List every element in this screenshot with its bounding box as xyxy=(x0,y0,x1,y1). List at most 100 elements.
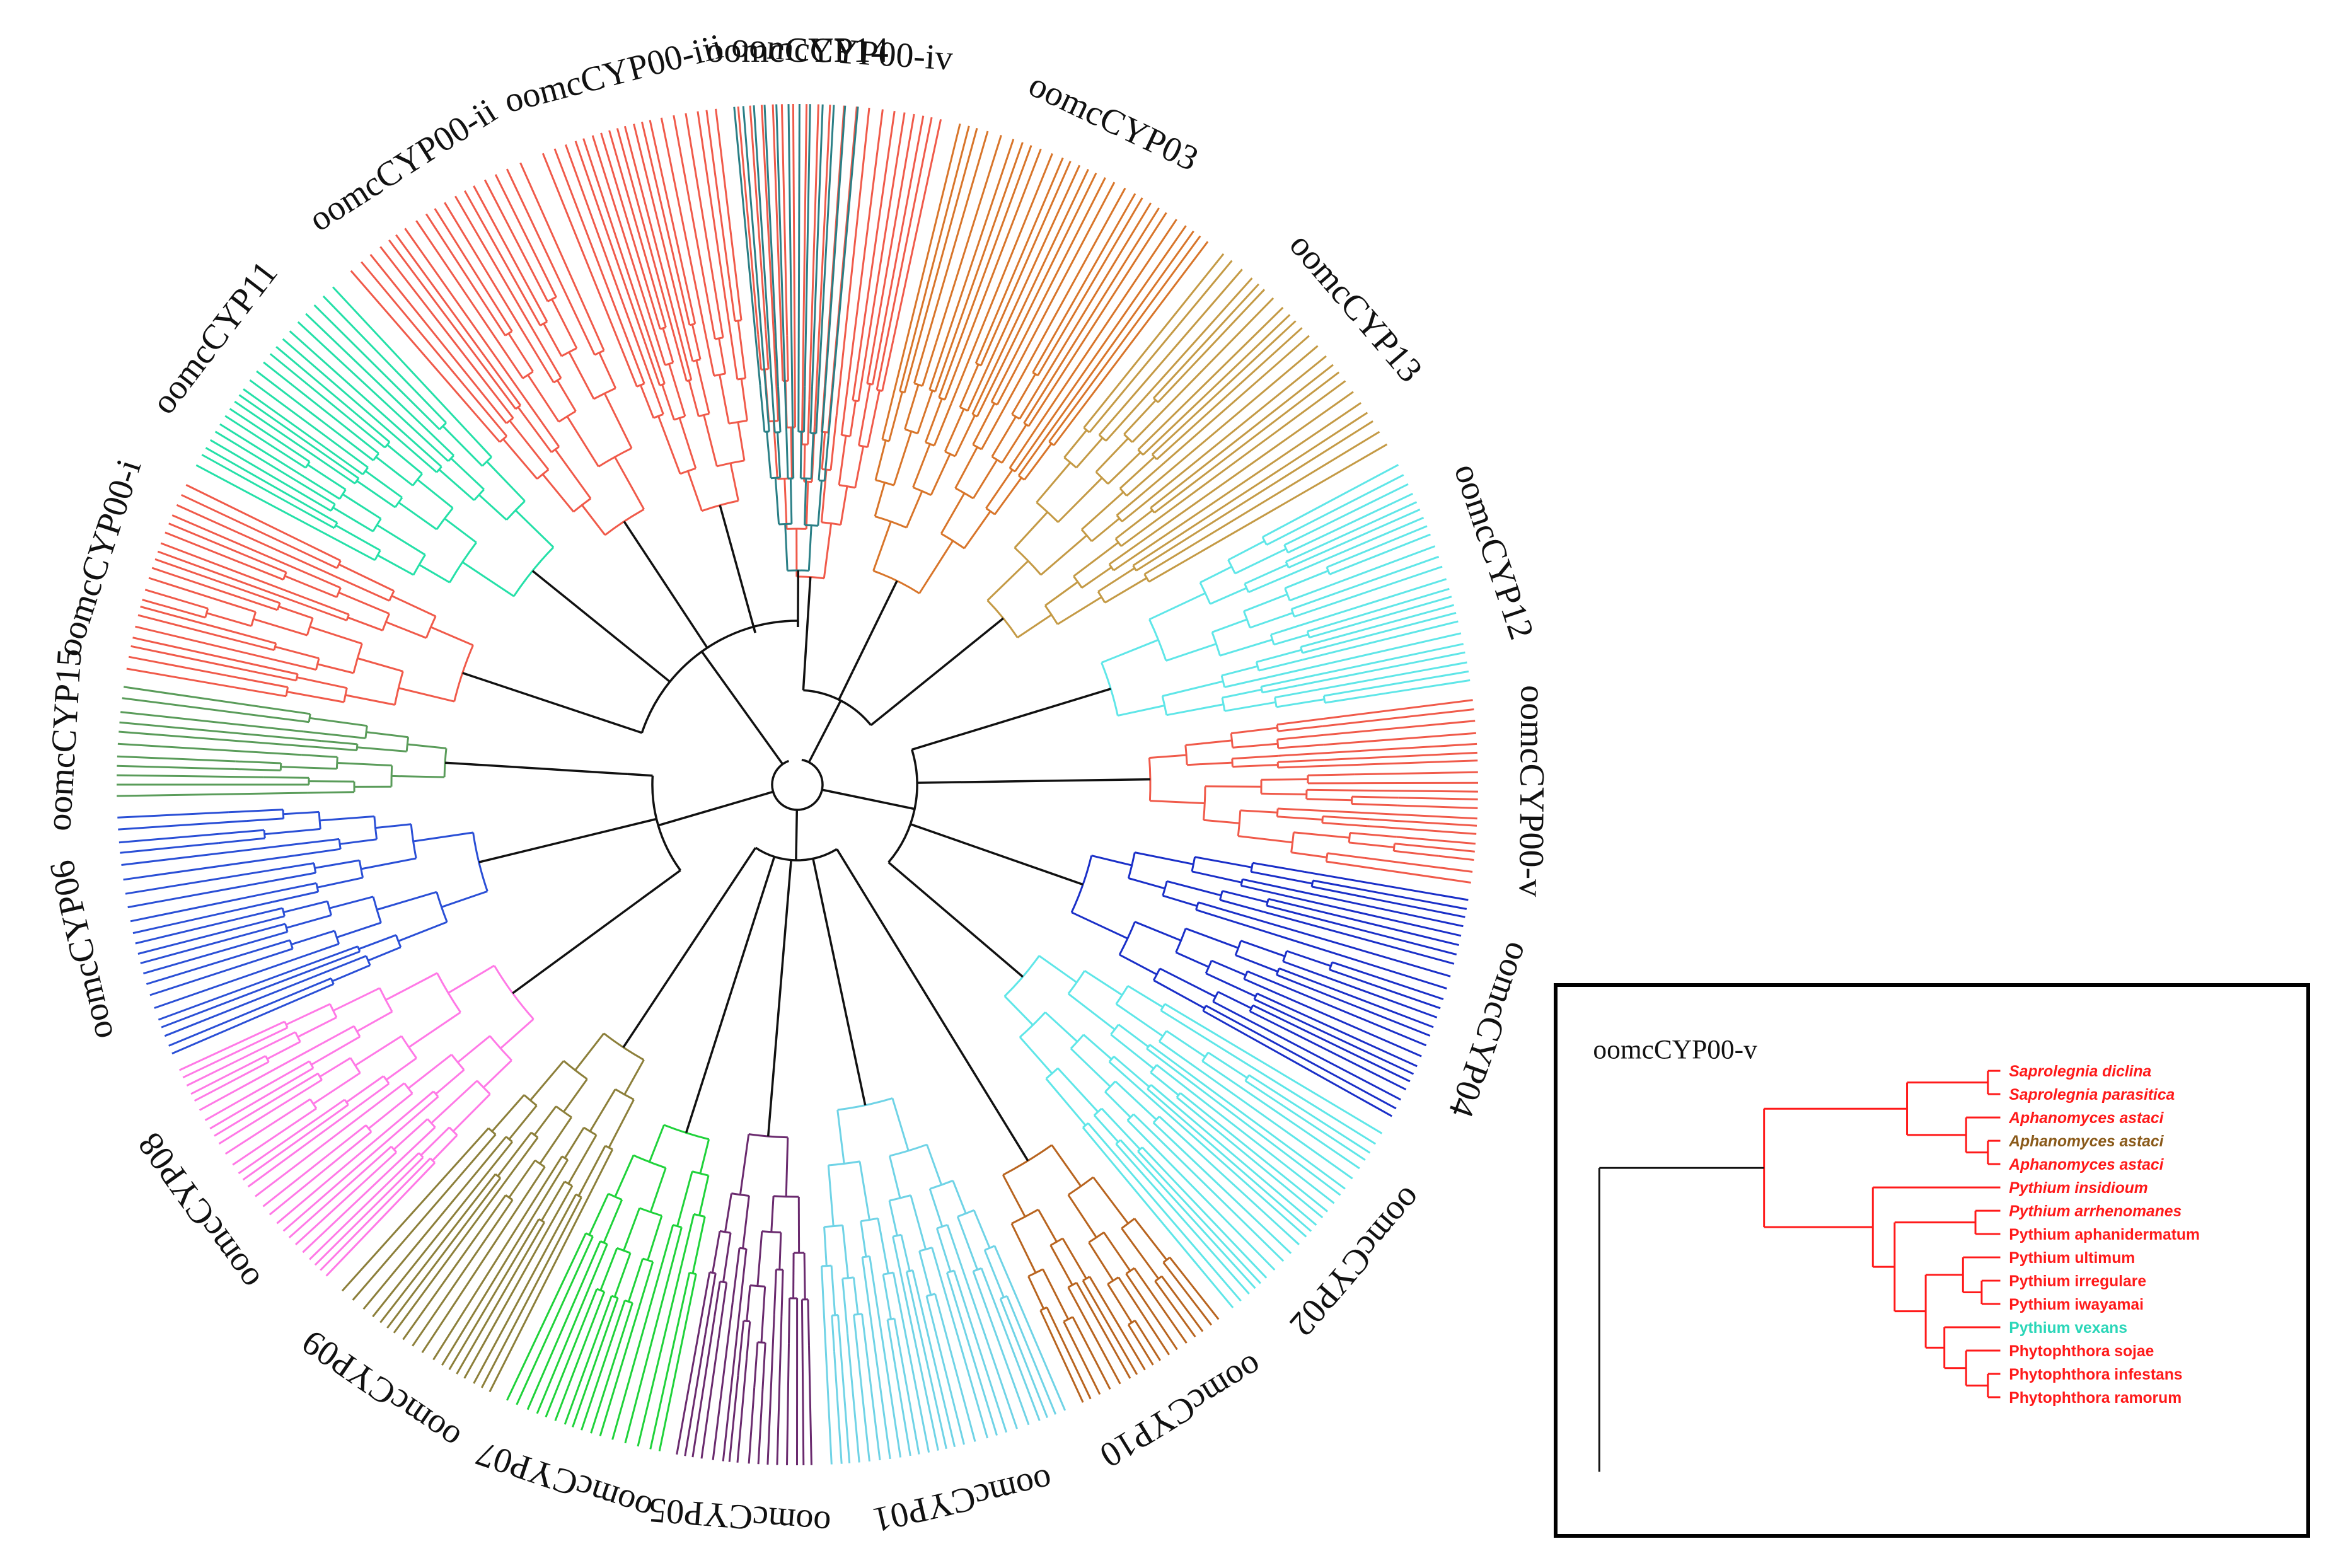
clade-oomccyp02-leaf-branch xyxy=(1181,1117,1312,1232)
clade-oomccyp04-branch xyxy=(1266,904,1311,918)
clade-oomccyp00-ii-branch xyxy=(475,415,500,443)
clade-oomccyp00-v-branch-arc xyxy=(1184,745,1188,765)
clade-oomccyp02-branch xyxy=(1137,1150,1170,1185)
clade-oomccyp12-branch xyxy=(1324,692,1386,704)
clade-oomccyp07-branch-arc xyxy=(596,1288,605,1293)
clade-oomccyp00-i-branch xyxy=(430,626,474,647)
clade-oomccyp04-branch-arc xyxy=(1275,967,1280,976)
clade-oomccyp02-branch xyxy=(1067,993,1116,1030)
clade-oomccyp04-branch xyxy=(1282,960,1326,978)
clade-oomccyp13-branch xyxy=(1113,539,1160,572)
clade-oomccyp03-leaf-branch xyxy=(950,153,1053,405)
clade-oomccyp01-branch xyxy=(877,1218,889,1274)
clade-oomccyp10-leaf-branch xyxy=(1160,1305,1188,1344)
clade-oomccyp04-branch xyxy=(1312,879,1359,891)
clade-oomccyp02-branch-arc xyxy=(1152,1115,1160,1124)
clade-oomccyp00-iv-branch xyxy=(858,384,871,446)
clade-oomccyp14-leaf-branch xyxy=(742,106,767,387)
clade-oomccyp06-branch-arc xyxy=(436,891,448,923)
clade-oomccyp08-branch xyxy=(390,1157,431,1200)
clade-oomccyp01-leaf-branch xyxy=(1016,1340,1048,1419)
clade-oomccyp00-ii-branch xyxy=(479,296,506,337)
clade-oomccyp00-iii-branch-arc xyxy=(692,358,701,362)
clade-oomccyp02-leaf-branch xyxy=(1186,1153,1292,1254)
clade-oomccyp00-v-branch-arc xyxy=(1237,810,1242,836)
clade-oomccyp11-branch xyxy=(342,493,382,520)
clade-oomccyp09-branch xyxy=(472,1173,497,1204)
clade-oomccyp10-leaf-branch xyxy=(1140,1346,1154,1366)
clade-oomccyp00-iii-branch xyxy=(740,378,748,421)
clade-oomccyp04-branch xyxy=(1202,1010,1249,1037)
clade-oomccyp11-branch xyxy=(265,441,306,469)
clade-oomccyp02-branch-arc xyxy=(1160,1003,1166,1012)
clade-oomccyp00-i-leaf-branch xyxy=(176,504,336,578)
clade-oomccyp00-iv-leaf-branch xyxy=(835,107,870,416)
clade-oomccyp02-branch xyxy=(1115,1003,1164,1037)
clade-oomccyp00-ii-branch-arc xyxy=(553,377,562,384)
clade-oomccyp04-branch xyxy=(1205,1005,1242,1026)
clade-oomccyp09-branch-arc xyxy=(561,1155,569,1161)
clade-oomccyp06-leaf-branch xyxy=(123,855,295,881)
clade-oomccyp03-branch xyxy=(874,440,887,481)
clade-oomccyp00-i-branch-arc xyxy=(336,560,342,569)
clade-oomccyp11-leaf-branch xyxy=(282,338,402,443)
clade-oomccyp15-branch-arc xyxy=(364,725,368,739)
clade-oomccyp08-branch xyxy=(311,1035,361,1066)
clade-oomccyp08-branch xyxy=(354,1035,402,1066)
clade-oomccyp02-leaf-branch xyxy=(1152,1184,1250,1294)
clade-oomccyp08-branch xyxy=(319,1057,351,1078)
clade-oomccyp05-branch xyxy=(704,1272,717,1335)
clade-oomccyp02-branch xyxy=(1003,995,1034,1026)
clade-oomccyp11-leaf-branch xyxy=(243,388,326,449)
clade-oomccyp12-leaf-branch xyxy=(1302,620,1459,661)
clade-oomccyp02-branch xyxy=(1149,1044,1188,1073)
clade-oomccyp02-leaf-branch xyxy=(1239,1086,1360,1170)
clade-oomccyp08-branch xyxy=(334,1131,373,1162)
clade-oomccyp13-branch xyxy=(1131,409,1165,443)
clade-oomccyp08-leaf-branch xyxy=(238,1124,308,1175)
clade-oomccyp06-branch xyxy=(280,983,334,1008)
clade-oomccyp00-i-leaf-branch xyxy=(157,550,304,606)
clade-oomccyp11-leaf-branch xyxy=(313,304,407,398)
clade-oomccyp04-leaf-branch xyxy=(1263,911,1455,965)
clade-oomccyp04-branch xyxy=(1286,950,1331,967)
clade-oomccyp08-branch-arc xyxy=(349,1057,361,1074)
clade-oomccyp01-branch xyxy=(861,1313,869,1361)
clade-oomccyp02-branch xyxy=(1127,985,1164,1008)
clade-oomccyp00-iii-branch xyxy=(719,374,730,424)
clade-oomccyp07-branch xyxy=(638,1261,654,1307)
clade-oomccyp09-leaf-branch xyxy=(456,1262,522,1375)
clade-oomccyp00-iii-leaf-branch xyxy=(600,132,650,294)
clade-oomccyp02-leaf-branch xyxy=(1282,1105,1366,1161)
clade-oomccyp11-branch-arc xyxy=(330,504,336,512)
clade-oomccyp12-stem xyxy=(990,688,1111,727)
clade-oomccyp07-branch-arc xyxy=(693,1213,705,1218)
clade-oomccyp07-stem xyxy=(685,988,734,1134)
clade-oomccyp00-i-branch xyxy=(289,545,338,569)
clade-oomccyp04-branch-arc xyxy=(1152,968,1161,981)
clade-oomccyp00-iii-branch xyxy=(713,283,724,338)
clade-oomccyp04-branch-arc xyxy=(1282,950,1288,962)
clade-oomccyp00-iii-leaf-branch xyxy=(649,120,685,271)
clade-oomccyp03-leaf-branch xyxy=(1044,230,1194,439)
backbone-branch xyxy=(635,653,671,683)
clade-oomccyp06-branch-arc xyxy=(410,824,417,859)
clade-oomccyp11-branch-arc xyxy=(512,546,555,597)
clade-oomccyp06-branch xyxy=(291,930,335,946)
clade-oomccyp15-leaf-branch xyxy=(117,792,308,797)
clade-oomccyp09-stem xyxy=(622,942,694,1048)
clade-oomccyp00-iii-branch xyxy=(639,384,655,418)
clade-oomccyp14-leaf-branch xyxy=(787,104,794,434)
clade-oomccyp00-ii-leaf-branch xyxy=(404,228,540,418)
clade-oomccyp04-branch-arc xyxy=(1212,991,1219,1003)
clade-oomccyp00-ii-branch xyxy=(533,330,562,379)
clade-oomccyp09-branch xyxy=(447,1127,490,1175)
clade-oomccyp00-ii-leaf-branch xyxy=(415,220,498,340)
clade-oomccyp03-branch xyxy=(933,403,952,446)
clade-oomccyp00-v-branch xyxy=(1240,809,1278,814)
clade-oomccyp07-branch-arc xyxy=(633,1154,666,1169)
clade-oomccyp00-v-leaf-branch xyxy=(1364,856,1473,873)
clade-oomccyp05-leaf-branch xyxy=(684,1334,707,1456)
clade-oomccyp09-branch xyxy=(497,1132,532,1177)
clade-oomccyp08-branch xyxy=(297,1016,337,1038)
